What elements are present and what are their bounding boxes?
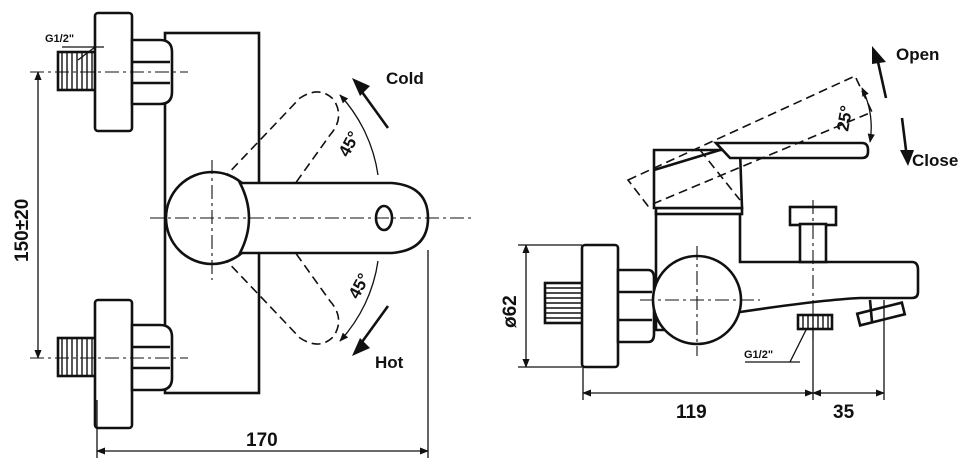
- depth-dim-label: 119: [676, 402, 707, 423]
- side-view: Open Close 25° ø62 G1/2" 119 35: [500, 45, 958, 423]
- tilt-angle-label: 25°: [833, 104, 856, 133]
- outlet-thread-label: G1/2": [744, 349, 773, 361]
- open-direction-arrow: [872, 46, 888, 99]
- depth-dimension: [582, 330, 814, 400]
- hot-label: Hot: [375, 353, 404, 372]
- cold-angle-label: 45°: [335, 128, 364, 160]
- width-dim-label: 170: [246, 430, 278, 451]
- spout-dim-label: 35: [833, 402, 855, 423]
- side-lever-open-ghost: [626, 74, 874, 207]
- hot-direction-arrow: [352, 305, 390, 356]
- side-inlet-thread: [543, 281, 585, 325]
- cold-label: Cold: [386, 69, 424, 88]
- diameter-dimension: [518, 244, 582, 368]
- upper-inlet-connector: [30, 11, 188, 133]
- close-direction-arrow: [900, 117, 914, 166]
- open-label: Open: [896, 45, 939, 64]
- cold-direction-arrow: [352, 78, 390, 129]
- width-dimension: [96, 250, 429, 458]
- close-label: Close: [912, 151, 958, 170]
- side-escutcheon: [580, 243, 620, 369]
- diameter-dim-label: ø62: [500, 295, 521, 328]
- front-thread-label: G1/2": [45, 33, 74, 45]
- spout-dimension: [812, 300, 885, 400]
- spout-aerator: [855, 299, 907, 327]
- side-nut: [616, 268, 656, 344]
- side-lever: [713, 141, 870, 160]
- front-view: G1/2" 150±20 170 45° 45° Cold Hot: [12, 11, 475, 458]
- hot-angle-label: 45°: [345, 270, 374, 302]
- lower-inlet-connector: [30, 298, 188, 430]
- bottom-outlet: [796, 313, 834, 331]
- height-dim-label: 150±20: [12, 199, 33, 262]
